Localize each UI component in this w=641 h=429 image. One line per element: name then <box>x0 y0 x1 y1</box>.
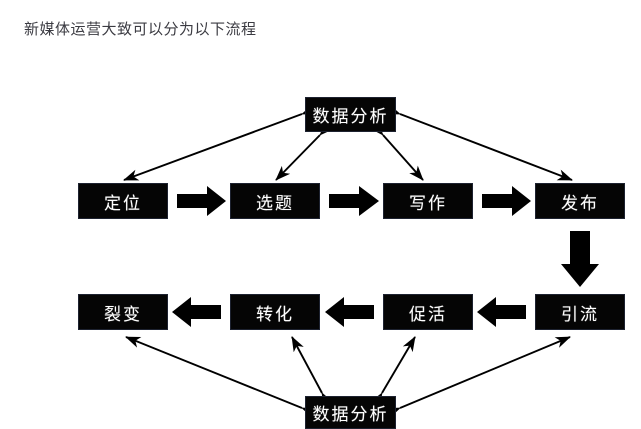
flow-arrow-topic-writing <box>329 186 379 216</box>
link-arrow-analysis-bottom-traffic <box>384 336 571 419</box>
link-arrow-analysis-top-publish <box>384 103 573 181</box>
link-arrow-analysis-top-positioning <box>123 103 318 181</box>
flow-arrow-activation-conversion <box>325 297 374 327</box>
link-arrow-analysis-top-writing <box>369 120 424 181</box>
node-publish[interactable]: 发布 <box>535 183 625 219</box>
node-conversion[interactable]: 转化 <box>230 294 320 330</box>
node-writing[interactable]: 写作 <box>383 183 473 219</box>
node-analysis-top[interactable]: 数据分析 <box>305 97 396 132</box>
link-arrow-analysis-bottom-conversion <box>291 336 334 409</box>
link-arrow-analysis-bottom-activation <box>369 336 416 409</box>
node-analysis-bottom[interactable]: 数据分析 <box>305 396 396 429</box>
node-topic[interactable]: 选题 <box>230 183 320 219</box>
flow-arrow-positioning-topic <box>177 186 226 216</box>
page-title: 新媒体运营大致可以分为以下流程 <box>24 21 257 38</box>
flow-arrow-publish-traffic <box>561 231 599 287</box>
link-arrow-analysis-top-topic <box>275 120 335 181</box>
node-activation[interactable]: 促活 <box>383 294 473 330</box>
node-fission[interactable]: 裂变 <box>78 294 168 330</box>
flow-arrow-traffic-activation <box>477 297 526 327</box>
flow-arrow-conversion-fission <box>172 297 221 327</box>
node-traffic[interactable]: 引流 <box>535 294 625 330</box>
node-positioning[interactable]: 定位 <box>78 183 168 219</box>
link-arrow-analysis-bottom-fission <box>125 336 318 419</box>
flow-arrow-writing-publish <box>482 186 531 216</box>
